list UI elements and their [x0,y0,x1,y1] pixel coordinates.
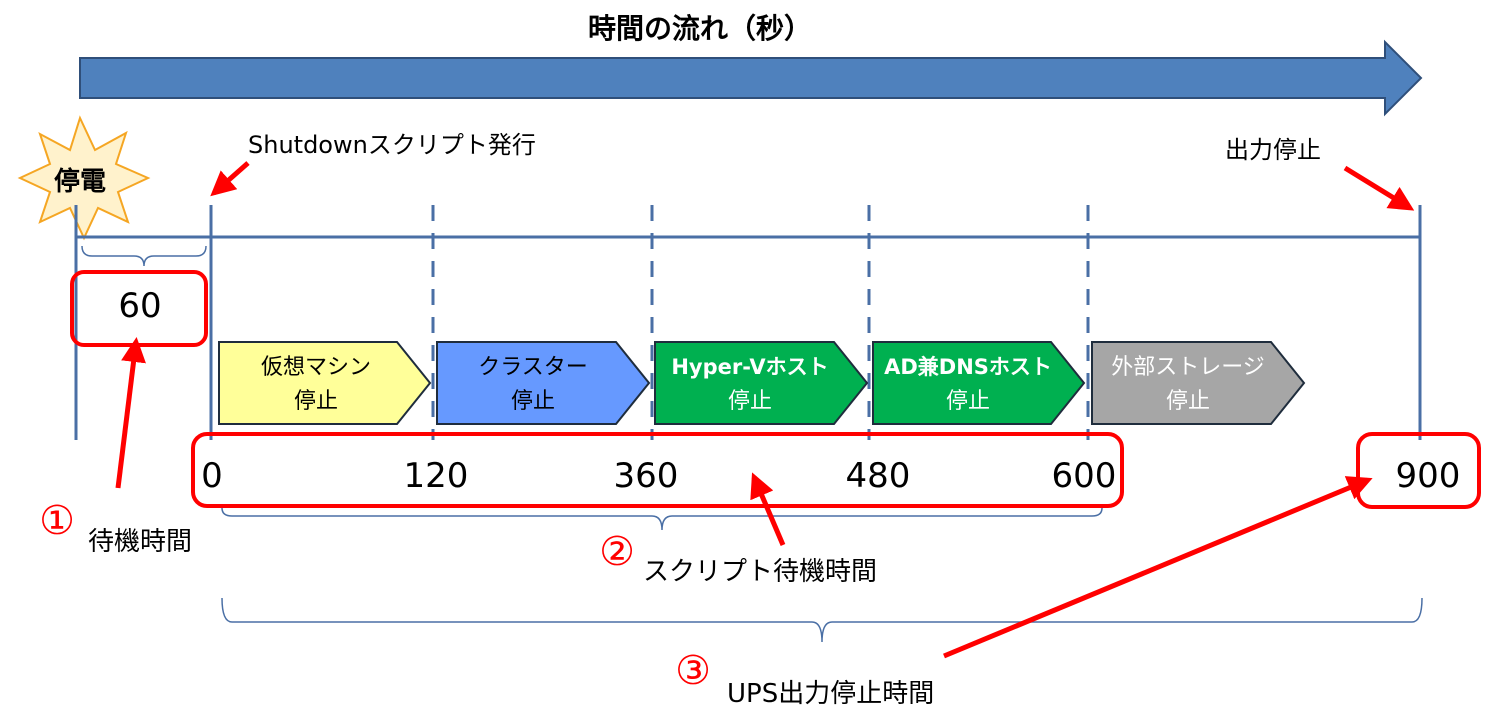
end-value: 900 [1396,456,1461,496]
time-flow-arrow [79,39,1423,117]
wait-time-arrow [115,337,146,489]
script-issue-label: Shutdownスクリプト発行 [248,131,536,159]
page-title: 時間の流れ（秒） [588,12,812,45]
script-ticks-box [191,432,1124,508]
step-cluster-line2: 停止 [511,389,555,414]
step-hyperv-line1: Hyper-Vホスト [671,355,828,379]
output-stop-arrow [1343,165,1415,211]
tick-label-360: 360 [614,456,679,496]
tick-label-480: 480 [846,456,911,496]
step-cluster-line1: クラスター [478,355,588,380]
wait-brace [81,245,207,267]
script-wait-brace [221,507,1103,531]
script-wait-label: スクリプト待機時間 [643,557,877,587]
step-cluster-stop: クラスター 停止 [436,341,651,425]
step-addns-line1: AD兼DNSホスト [884,355,1052,379]
end-value-box [1356,432,1481,509]
step-addns-line2: 停止 [946,389,990,414]
step-storage-line2: 停止 [1166,389,1210,414]
ups-output-label: UPS出力停止時間 [727,679,934,709]
step-vm-stop: 仮想マシン 停止 [218,341,432,425]
script-issue-arrow [210,161,250,197]
tick-label-0: 0 [201,456,223,496]
tick-label-600: 600 [1052,456,1117,496]
step-vm-line1: 仮想マシン [261,355,371,380]
marker-2: ② [599,529,635,575]
wait-time-label: 待機時間 [88,527,192,557]
wait-value: 60 [118,286,161,326]
marker-3: ③ [675,648,711,694]
step-addns-stop: AD兼DNSホスト 停止 [872,341,1086,425]
step-hyperv-stop: Hyper-Vホスト 停止 [654,341,869,425]
output-stop-label: 出力停止 [1225,136,1321,164]
step-storage-line1: 外部ストレージ [1111,355,1265,380]
ups-output-arrow [943,476,1373,659]
ups-output-brace [221,597,1423,643]
step-vm-line2: 停止 [294,389,338,414]
tick-label-120: 120 [404,456,469,496]
blackout-label: 停電 [54,166,106,197]
step-storage-stop: 外部ストレージ 停止 [1091,341,1306,425]
step-hyperv-line2: 停止 [728,389,772,414]
marker-1: ① [39,498,75,544]
script-wait-arrow [750,472,786,546]
